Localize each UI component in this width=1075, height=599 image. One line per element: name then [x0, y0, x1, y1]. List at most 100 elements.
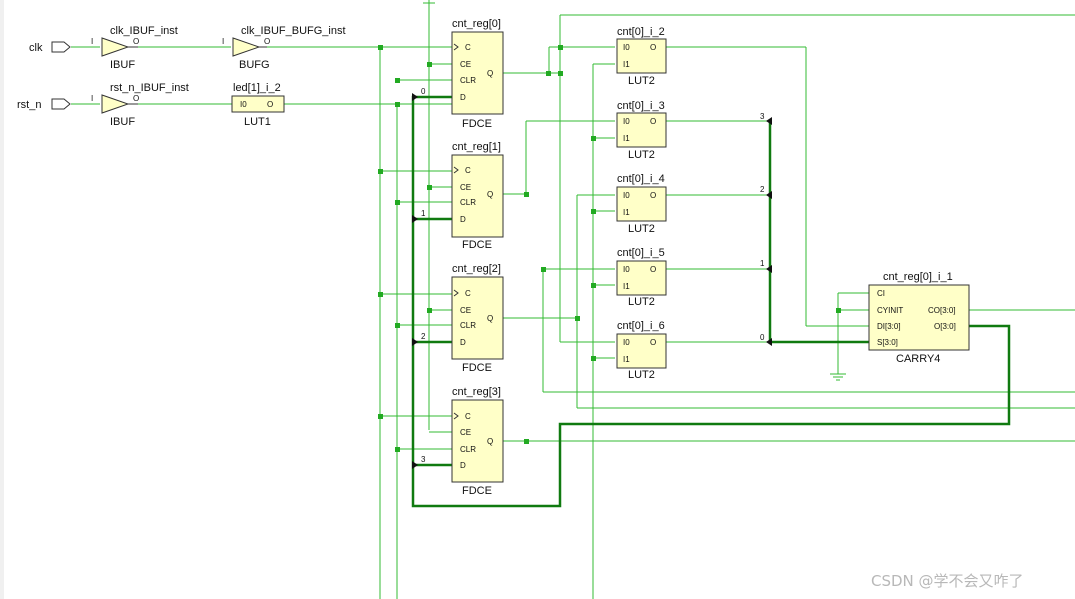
- cell-fdce-0[interactable]: cnt_reg[0] C CE CLR D Q FDCE: [451, 18, 504, 130]
- input-port-icon: [51, 41, 71, 53]
- pin-label: I0: [623, 117, 630, 126]
- cell-type-label: CARRY4: [896, 353, 940, 365]
- cell-type-label: LUT2: [628, 296, 655, 308]
- cell-type-label: FDCE: [462, 362, 492, 374]
- pin-label: C: [465, 43, 471, 52]
- cell-fdce-2[interactable]: cnt_reg[2] C CE CLR D Q FDCE: [451, 263, 504, 374]
- cell-instance-name: cnt[0]_i_5: [617, 247, 665, 259]
- pin-label: I1: [623, 282, 630, 291]
- cell-type-label: LUT2: [628, 369, 655, 381]
- lut2-body: [616, 260, 667, 296]
- cell-fdce-1[interactable]: cnt_reg[1] C CE CLR D Q FDCE: [451, 141, 504, 251]
- bus-bit-label: 0: [760, 333, 765, 342]
- bus-bit-label: 1: [421, 209, 426, 218]
- pin-label: CE: [460, 60, 471, 69]
- pin-label: O: [650, 117, 656, 126]
- cell-type-label: IBUF: [110, 116, 135, 128]
- lut2-body: [616, 112, 667, 148]
- cell-instance-name: cnt[0]_i_2: [617, 26, 665, 38]
- cell-instance-name: cnt_reg[0]_i_1: [883, 271, 953, 283]
- left-edge-strip: [0, 0, 4, 599]
- pin-label: D: [460, 93, 466, 102]
- pin-label: I1: [623, 355, 630, 364]
- cell-clk-ibuf[interactable]: clk_IBUF_inst I O IBUF: [91, 25, 178, 71]
- cell-type-label: LUT1: [244, 116, 271, 128]
- clock-input-icon: [453, 166, 459, 174]
- port-rst-n[interactable]: rst_n: [17, 98, 71, 111]
- pin-label: CYINIT: [877, 306, 903, 315]
- cell-lut2-i6[interactable]: cnt[0]_i_6 I0 I1 O LUT2: [616, 320, 667, 381]
- pin-label: CE: [460, 183, 471, 192]
- cell-instance-name: cnt_reg[3]: [452, 386, 501, 398]
- pin-label: I0: [623, 43, 630, 52]
- pin-label: CE: [460, 428, 471, 437]
- buffer-triangle-icon: [101, 94, 130, 114]
- cell-lut2-i5[interactable]: cnt[0]_i_5 I0 I1 O LUT2: [616, 247, 667, 308]
- pin-label: CI: [877, 289, 885, 298]
- pin-label: O: [133, 37, 139, 46]
- port-clk[interactable]: clk: [29, 41, 71, 54]
- fdce-body: [451, 399, 504, 483]
- pin-label: D: [460, 338, 466, 347]
- cell-type-label: FDCE: [462, 239, 492, 251]
- bus-bit-label: 3: [421, 455, 426, 464]
- pin-label: I0: [623, 338, 630, 347]
- bus-rippers: [412, 93, 772, 469]
- cell-type-label: LUT2: [628, 149, 655, 161]
- cell-rst-ibuf[interactable]: rst_n_IBUF_inst I O IBUF: [91, 82, 189, 128]
- cell-type-label: BUFG: [239, 59, 270, 71]
- pin-label: O: [133, 94, 139, 103]
- pin-label: I1: [623, 60, 630, 69]
- pin-label: S[3:0]: [877, 338, 898, 347]
- cell-instance-name: cnt[0]_i_3: [617, 100, 665, 112]
- bus-bit-label: 1: [760, 259, 765, 268]
- cell-carry4[interactable]: cnt_reg[0]_i_1 CI CYINIT DI[3:0] S[3:0] …: [868, 271, 970, 365]
- clock-input-icon: [453, 43, 459, 51]
- clock-input-icon: [453, 412, 459, 420]
- pin-label: O: [650, 338, 656, 347]
- pin-label: CE: [460, 306, 471, 315]
- bus-bit-label: 3: [760, 112, 765, 121]
- pin-label: D: [460, 461, 466, 470]
- cell-bufg[interactable]: clk_IBUF_BUFG_inst I O BUFG: [222, 25, 346, 71]
- lut1-body: [231, 95, 285, 113]
- bus-bit-label: 2: [421, 332, 426, 341]
- pin-label: Q: [487, 314, 493, 323]
- cell-instance-name: clk_IBUF_inst: [110, 25, 178, 37]
- cell-lut2-i3[interactable]: cnt[0]_i_3 I0 I1 O LUT2: [616, 100, 667, 161]
- port-label-clk: clk: [29, 42, 43, 54]
- pin-label: I0: [623, 191, 630, 200]
- input-port-icon: [51, 98, 71, 110]
- lut2-body: [616, 186, 667, 222]
- lut2-body: [616, 333, 667, 369]
- watermark: CSDN @学不会又咋了: [871, 572, 1024, 590]
- pin-label: CLR: [460, 198, 476, 207]
- fdce-body: [451, 154, 504, 238]
- pin-label: Q: [487, 190, 493, 199]
- cell-lut2-i2[interactable]: cnt[0]_i_2 I0 I1 O LUT2: [616, 26, 667, 87]
- pin-label: O: [650, 191, 656, 200]
- pin-label: I: [91, 37, 93, 46]
- pin-label: C: [465, 412, 471, 421]
- cell-instance-name: cnt_reg[1]: [452, 141, 501, 153]
- carry4-body: [868, 284, 970, 351]
- pin-label: I0: [240, 100, 247, 109]
- pin-label: I: [222, 37, 224, 46]
- cell-type-label: IBUF: [110, 59, 135, 71]
- cell-type-label: LUT2: [628, 75, 655, 87]
- cell-instance-name: cnt[0]_i_4: [617, 173, 665, 185]
- pin-label: C: [465, 289, 471, 298]
- pin-label: CLR: [460, 76, 476, 85]
- cell-lut2-i4[interactable]: cnt[0]_i_4 I0 I1 O LUT2: [616, 173, 667, 235]
- bus-bit-label: 2: [760, 185, 765, 194]
- cell-fdce-3[interactable]: cnt_reg[3] C CE CLR D Q FDCE: [451, 386, 504, 497]
- cell-instance-name: clk_IBUF_BUFG_inst: [241, 25, 346, 37]
- cell-type-label: FDCE: [462, 485, 492, 497]
- cell-lut1[interactable]: led[1]_i_2 I0 O LUT1: [231, 82, 285, 128]
- pin-label: O: [650, 265, 656, 274]
- pin-label: Q: [487, 69, 493, 78]
- pin-label: Q: [487, 437, 493, 446]
- pin-label: O: [267, 100, 273, 109]
- cell-instance-name: led[1]_i_2: [233, 82, 281, 94]
- fdce-body: [451, 31, 504, 115]
